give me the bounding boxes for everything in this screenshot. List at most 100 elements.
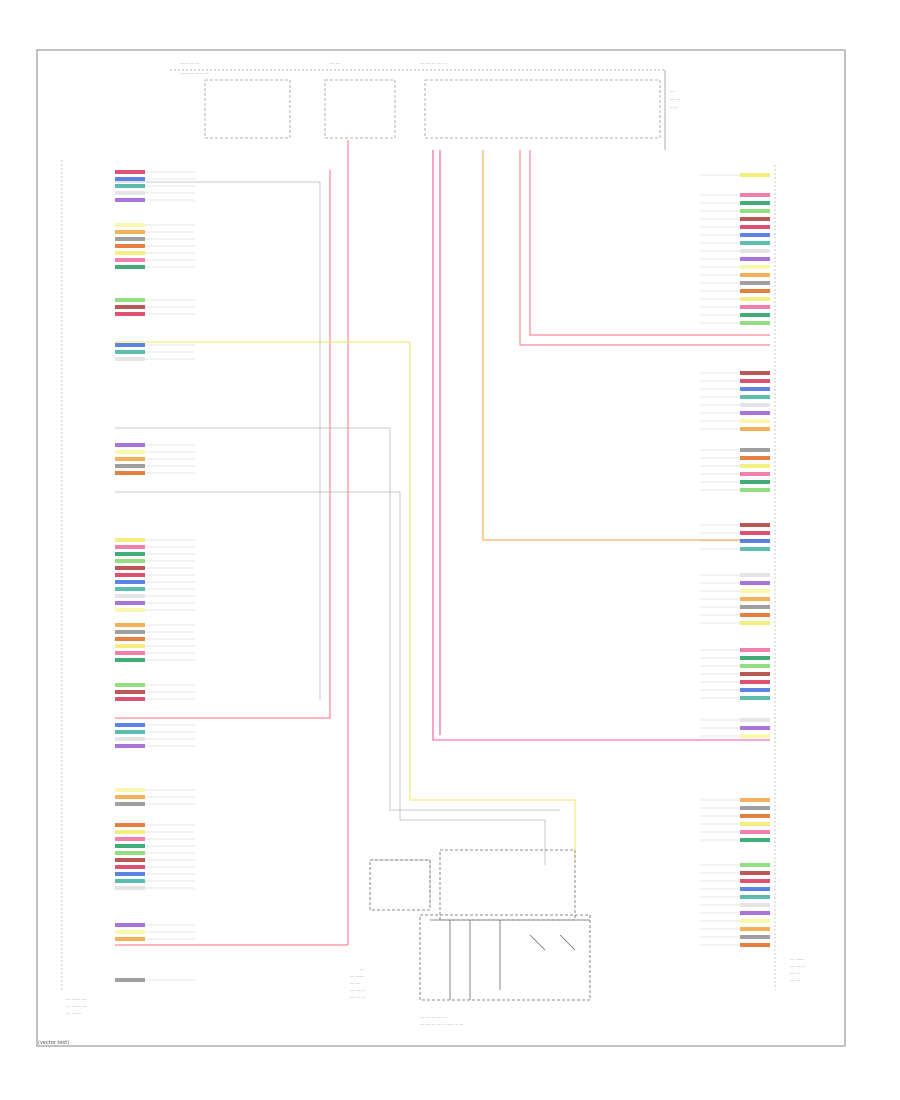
- pin-swatch: [115, 795, 145, 799]
- pin-swatch: [115, 191, 145, 195]
- pin-swatch: [115, 177, 145, 181]
- pin-swatch: [740, 822, 770, 826]
- svg-text:.... .... .... .... ....: .... .... .... .... ....: [420, 61, 447, 65]
- pin-swatch: [740, 305, 770, 309]
- pin-swatch: [740, 879, 770, 883]
- pin-swatch: [115, 594, 145, 598]
- svg-text:.... ....: .... ....: [790, 971, 800, 975]
- pin-swatch: [740, 411, 770, 415]
- pin-swatch: [115, 559, 145, 563]
- pin-swatch: [740, 257, 770, 261]
- pin-swatch: [740, 472, 770, 476]
- pin-swatch: [115, 744, 145, 748]
- pin-swatch: [115, 552, 145, 556]
- pin-swatch: [740, 488, 770, 492]
- pin-swatch: [115, 637, 145, 641]
- pin-swatch: [115, 830, 145, 834]
- pin-swatch: [115, 644, 145, 648]
- pin-swatch: [740, 289, 770, 293]
- pin-swatch: [740, 613, 770, 617]
- pin-swatch: [740, 605, 770, 609]
- pin-swatch: [115, 658, 145, 662]
- pin-swatch: [115, 879, 145, 883]
- pin-swatch: [115, 357, 145, 361]
- pin-swatch: [115, 298, 145, 302]
- svg-text:.... ....: .... ....: [350, 981, 360, 985]
- pin-swatch: [115, 258, 145, 262]
- pin-swatch: [115, 608, 145, 612]
- pin-swatch: [115, 566, 145, 570]
- svg-text:.... ....: .... ....: [330, 61, 340, 65]
- svg-text:........ ........ ........: ........ ........ ........: [180, 71, 209, 75]
- pin-swatch: [740, 225, 770, 229]
- svg-text:.......: .......: [670, 105, 678, 109]
- fuse-panel: [170, 69, 666, 150]
- pin-swatch: [115, 651, 145, 655]
- pin-swatch: [740, 798, 770, 802]
- pin-swatch: [740, 193, 770, 197]
- pin-swatch: [740, 621, 770, 625]
- wire-red-left: [115, 140, 349, 946]
- pin-swatch: [740, 726, 770, 730]
- pin-swatch: [740, 403, 770, 407]
- svg-text:.... ........ ....: .... ........ ....: [66, 997, 86, 1001]
- pin-swatch: [740, 297, 770, 301]
- pin-swatch: [740, 656, 770, 660]
- pin-swatch: [115, 937, 145, 941]
- pin-swatch: [115, 978, 145, 982]
- wire-pink-center: [432, 150, 770, 741]
- svg-text:.... .... .... ....: .... .... .... ....: [66, 1004, 87, 1008]
- pin-swatch: [115, 265, 145, 269]
- pin-swatch: [740, 943, 770, 947]
- pin-swatch: [740, 265, 770, 269]
- pin-swatch: [115, 580, 145, 584]
- pin-swatch: [740, 523, 770, 527]
- svg-text:....: ....: [360, 967, 364, 971]
- pin-swatch: [740, 672, 770, 676]
- pin-swatch: [740, 830, 770, 834]
- pin-swatch: [740, 887, 770, 891]
- pin-swatch: [740, 688, 770, 692]
- pin-swatch: [115, 851, 145, 855]
- pin-swatch: [115, 237, 145, 241]
- svg-text:.... .... ....: .... .... ....: [350, 988, 366, 992]
- pin-swatch: [115, 573, 145, 577]
- pin-swatch: [740, 217, 770, 221]
- pin-swatch: [740, 581, 770, 585]
- pin-swatch: [740, 806, 770, 810]
- pin-swatch: [740, 201, 770, 205]
- pin-swatch: [740, 313, 770, 317]
- pin-swatch: [740, 539, 770, 543]
- svg-text:.... .... .... .... .... ....: .... .... .... .... .... .... .... ....: [420, 1022, 463, 1026]
- pin-swatch: [740, 427, 770, 431]
- pin-swatch: [740, 379, 770, 383]
- pin-swatch: [115, 244, 145, 248]
- pin-swatch: [740, 173, 770, 177]
- wire-red-right: [519, 150, 770, 346]
- wire-yellow: [115, 341, 576, 860]
- pin-swatch: [740, 387, 770, 391]
- pin-swatch: [740, 241, 770, 245]
- pin-swatch: [740, 448, 770, 452]
- pin-swatch: [115, 223, 145, 227]
- pin-swatch: [740, 919, 770, 923]
- left-connector-pins: [115, 170, 195, 982]
- pin-swatch: [115, 623, 145, 627]
- pin-swatch: [115, 230, 145, 234]
- wire-gray: [115, 181, 560, 905]
- pin-swatch: [115, 872, 145, 876]
- switch-assembly: [369, 849, 591, 1001]
- pin-swatch: [115, 443, 145, 447]
- pin-swatch: [740, 935, 770, 939]
- pin-swatch: [115, 823, 145, 827]
- fuse-labels: ........ ........ ........ ........ ....…: [180, 61, 680, 109]
- pin-swatch: [740, 321, 770, 325]
- pin-swatch: [115, 464, 145, 468]
- pin-swatch: [740, 911, 770, 915]
- pin-swatch: [115, 305, 145, 309]
- pin-swatch: [115, 802, 145, 806]
- page-border: [36, 49, 846, 1047]
- pin-swatch: [115, 683, 145, 687]
- pin-swatch: [740, 480, 770, 484]
- svg-text:.... .... ....: .... .... ....: [350, 995, 366, 999]
